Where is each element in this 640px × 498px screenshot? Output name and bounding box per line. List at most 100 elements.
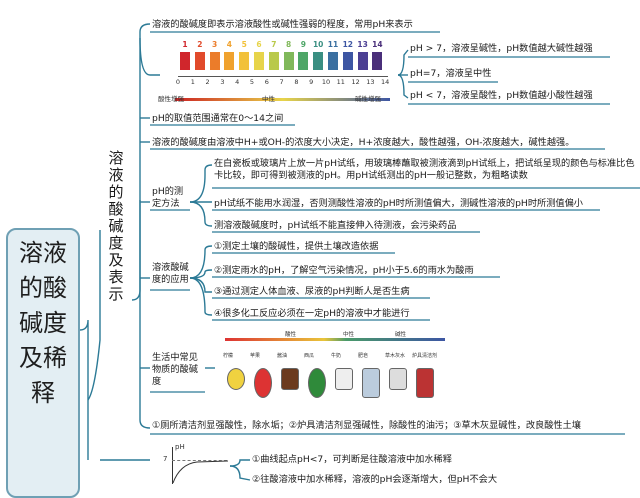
daily-item: 草木灰水 — [385, 350, 409, 415]
ph-number-5: 5 — [241, 40, 247, 49]
daily-item-shape — [308, 368, 326, 398]
daily-item-shape — [389, 368, 407, 390]
ph-number-11: 11 — [327, 40, 339, 49]
base-label: 碱性增强 — [355, 95, 381, 103]
ph-number-12: 12 — [342, 40, 354, 49]
daily-item: 柠檬 — [223, 350, 247, 415]
ph-scale-number-5: 5 — [249, 78, 255, 86]
ph-number-13: 13 — [357, 40, 368, 49]
daily-note: ①厕所清洁剂显强酸性，除水垢；②炉具清洁剂显强碱性，除酸性的油污；③草木灰显碱性… — [152, 420, 581, 431]
ph-scale-line — [178, 76, 388, 77]
ph-scale-number-2: 2 — [205, 78, 210, 86]
ph-swatch-3 — [209, 52, 220, 70]
ph-number-4: 4 — [226, 40, 232, 49]
ph-scale-number-0: 0 — [175, 78, 181, 86]
ph-scale-number-11: 11 — [336, 78, 345, 86]
ph-scale-number-12: 12 — [351, 78, 360, 86]
dilution-graph-seven: 7 — [163, 455, 168, 463]
ph-scale-number-10: 10 — [321, 78, 331, 86]
determined-by-text: 溶液的酸碱度由溶液中H+或OH-的浓度大小决定，H+浓度越大，酸性越强，OH-浓… — [152, 137, 575, 148]
application-item-3: ③通过测定人体血液、尿液的pH判断人是否生病 — [214, 286, 410, 297]
daily-item-shape — [281, 368, 299, 390]
ph-scale-number-8: 8 — [294, 78, 299, 86]
ph-scale-number-7: 7 — [279, 78, 284, 86]
ph-number-10: 10 — [312, 40, 324, 49]
ph-number-6: 6 — [256, 40, 262, 49]
ph-rule-basic: pH > 7，溶液呈碱性，pH数值越大碱性越强 — [410, 43, 593, 54]
daily-item: 酱油 — [277, 350, 301, 415]
application-item-1: ①测定土壤的酸碱性，提供土壤改造依据 — [214, 241, 379, 252]
ph-swatch-1 — [180, 52, 190, 70]
ph-swatch-10 — [313, 52, 324, 70]
daily-item-shape — [254, 368, 272, 398]
ph-swatch-5 — [239, 52, 250, 70]
main-title: 溶液的酸碱度及稀释 — [19, 239, 67, 407]
daily-item-label: 炉具清洁剂 — [412, 353, 438, 359]
ph-swatch-9 — [298, 52, 309, 70]
ph-swatch-14 — [372, 52, 383, 70]
ph-number-1: 1 — [182, 40, 188, 49]
daily-item-shape — [335, 368, 353, 390]
ph-number-7: 7 — [271, 40, 277, 49]
dilution-item-2: ②往酸溶液中加水稀释，溶液的pH会逐渐增大，但pH不会大 — [252, 474, 498, 485]
daily-item: 牛奶 — [331, 350, 355, 415]
ph-scale-number-13: 13 — [366, 78, 375, 86]
ph-scale-number-9: 9 — [309, 78, 314, 86]
dilution-graph: pH 7 — [160, 443, 230, 484]
daily-item: 肥皂 — [358, 350, 382, 415]
ph-range-text: pH的取值范围通常在0～14之间 — [152, 113, 284, 124]
daily-item-label: 西瓜 — [304, 353, 315, 359]
daily-scale-bar — [225, 338, 445, 341]
daily-item: 苹果 — [250, 350, 274, 415]
daily-item-shape — [416, 368, 434, 398]
definition-text: 溶液的酸碱度即表示溶液酸性或碱性强弱的程度，常用pH来表示 — [152, 19, 413, 30]
ph-swatch-7 — [268, 52, 279, 70]
ph-number-8: 8 — [285, 40, 292, 49]
daily-item-label: 牛奶 — [331, 353, 342, 359]
dilution-graph-ylabel: pH — [175, 443, 185, 451]
ph-rule-acidic: pH < 7，溶液呈酸性，pH数值越小酸性越强 — [410, 90, 593, 101]
ph-number-14: 14 — [372, 40, 383, 49]
application-item-2: ②测定雨水的pH，了解空气污染情况，pH小于5.6的雨水为酸雨 — [214, 265, 474, 276]
ph-swatch-6 — [254, 52, 264, 70]
daily-item-label: 苹果 — [250, 353, 261, 359]
dilution-item-1: ①曲线起点pH<7，可判断是往酸溶液中加水稀释 — [252, 454, 452, 465]
daily-scale-acid: 酸性 — [285, 332, 297, 338]
ph-scale-number-3: 3 — [220, 78, 225, 86]
branch-title: 溶液的酸碱度及表示 — [108, 149, 124, 303]
daily-item-label: 草木灰水 — [385, 353, 406, 359]
daily-item-label: 柠檬 — [223, 353, 234, 359]
method-item-2: pH试纸不能用水润湿，否则测酸性溶液的pH时所测值偏大，测碱性溶液的pH时所测值… — [214, 198, 583, 209]
ph-number-3: 3 — [211, 40, 218, 49]
daily-scale-base: 碱性 — [395, 332, 407, 338]
ph-swatch-2 — [194, 52, 205, 70]
ph-swatch-12 — [342, 52, 353, 70]
ph-gradient-bar — [175, 98, 390, 101]
ph-rule-neutral: pH=7，溶液呈中性 — [410, 68, 492, 79]
daily-item-label: 酱油 — [277, 353, 288, 359]
ph-scale-number-6: 6 — [264, 78, 269, 86]
ph-scale-number-14: 14 — [381, 78, 390, 86]
application-label: 溶液酸碱度的应用 — [152, 262, 189, 285]
connector-lines — [79, 23, 640, 481]
method-item-1: 在白瓷板或玻璃片上放一片pH试纸，用玻璃棒蘸取被测液滴到pH试纸上，把试纸呈现的… — [214, 158, 635, 181]
daily-item-shape — [227, 368, 245, 390]
application-item-4: ④很多化工反应必须在一定pH的溶液中才能进行 — [214, 308, 410, 319]
ph-number-9: 9 — [300, 40, 306, 49]
daily-item: 西瓜 — [304, 350, 328, 415]
method-item-3: 测溶液酸碱度时，pH试纸不能直接伸入待测液，会污染药品 — [214, 220, 457, 231]
daily-ph-illustration: 酸性 中性 碱性 柠檬 苹果 酱油 西瓜 牛奶 肥皂草木灰水炉具清洁剂 — [215, 330, 445, 420]
ph-scale-number-1: 1 — [190, 78, 195, 86]
neutral-label: 中性 — [262, 95, 275, 103]
ph-number-2: 2 — [197, 40, 203, 49]
ph-swatch-11 — [328, 52, 338, 70]
daily-item: 炉具清洁剂 — [412, 350, 438, 415]
acid-label: 酸性增强 — [158, 95, 184, 103]
ph-swatch-4 — [224, 52, 235, 70]
daily-item-shape — [362, 368, 380, 398]
method-label: pH的测定方法 — [152, 186, 184, 209]
daily-label: 生活中常见物质的酸碱度 — [152, 352, 198, 387]
daily-scale-neutral: 中性 — [343, 332, 355, 338]
ph-swatch-13 — [357, 52, 368, 70]
ph-swatch-8 — [283, 52, 294, 70]
